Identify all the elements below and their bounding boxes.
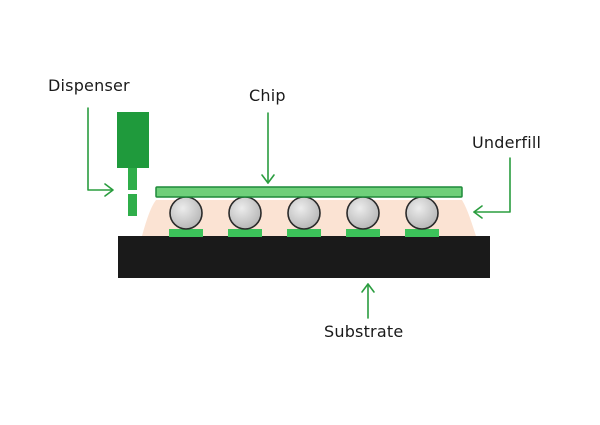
dispenser-body [117, 112, 149, 168]
solder-pad [228, 229, 262, 237]
substrate-arrow [361, 283, 375, 319]
solder-bump [228, 196, 262, 230]
dispenser-nozzle-tip [128, 194, 137, 216]
underfill-arrow [473, 157, 511, 219]
solder-bump [169, 196, 203, 230]
solder-pad [346, 229, 380, 237]
substrate [118, 236, 490, 278]
underfill-label: Underfill [472, 133, 542, 152]
solder-pad [169, 229, 203, 237]
solder-bump [287, 196, 321, 230]
chip-label: Chip [249, 86, 286, 105]
solder-pad [287, 229, 321, 237]
substrate-label: Substrate [324, 322, 404, 341]
dispenser-arrow [87, 107, 114, 197]
solder-pads [169, 229, 439, 237]
chip [155, 186, 463, 198]
solder-bumps [169, 196, 439, 230]
dispenser-label: Dispenser [48, 76, 130, 95]
solder-pad [405, 229, 439, 237]
solder-bump [346, 196, 380, 230]
dispenser-nozzle-upper [128, 168, 137, 190]
chip-arrow [261, 112, 275, 184]
solder-bump [405, 196, 439, 230]
